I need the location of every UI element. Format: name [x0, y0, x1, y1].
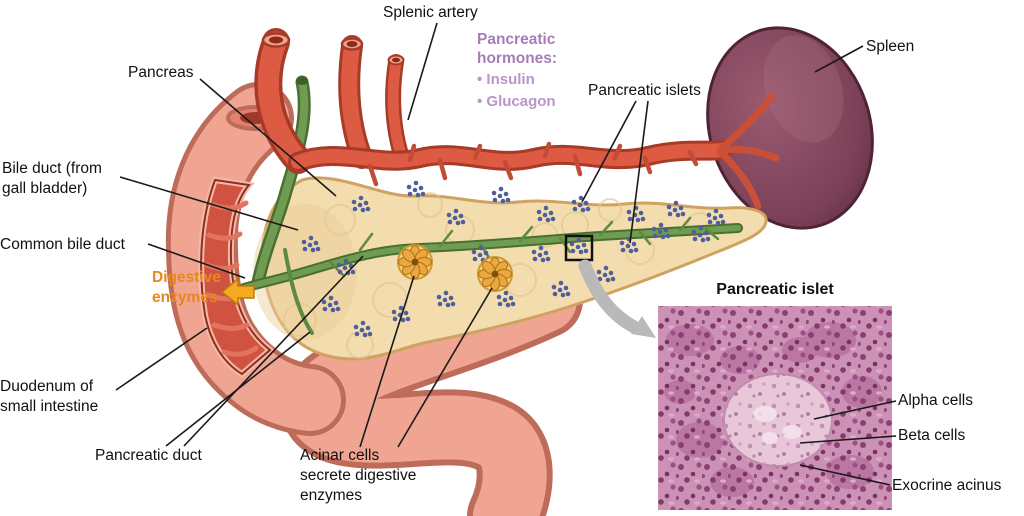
label-pancreatic-duct: Pancreatic duct	[95, 447, 202, 464]
zoom-arrow-icon	[578, 259, 656, 338]
label-spleen: Spleen	[866, 38, 915, 55]
label-bile-duct: Bile duct (from gall bladder)	[2, 160, 102, 198]
hormone-item-glucagon: • Glucagon	[477, 92, 556, 110]
artery-branchlets	[367, 141, 699, 187]
label-pancreatic-islets: Pancreatic islets	[588, 82, 701, 99]
label-pancreas: Pancreas	[128, 64, 194, 81]
leader-lines	[115, 22, 897, 486]
histology-inset-image	[658, 306, 892, 510]
digestive-enzymes-arrow-icon	[220, 277, 255, 307]
splenic-hilum-vessels	[716, 92, 780, 210]
duodenum-shape	[165, 82, 346, 436]
label-splenic-artery: Splenic artery	[383, 4, 478, 21]
splenic-artery-shape	[254, 28, 780, 210]
label-digestive-enzymes: Digestive enzymes	[152, 269, 221, 307]
label-common-bile-duct: Common bile duct	[0, 236, 125, 253]
hormone-item-insulin: • Insulin	[477, 70, 535, 88]
small-intestine-shape	[281, 262, 583, 516]
label-beta-cells: Beta cells	[898, 427, 966, 444]
label-duodenum: Duodenum of small intestine	[0, 378, 99, 416]
magnified-region-box	[564, 234, 594, 262]
spleen-shape	[706, 26, 874, 230]
bile-duct-shape	[251, 75, 311, 289]
label-alpha-cells: Alpha cells	[898, 392, 973, 409]
label-acinar-cells: Acinar cells secrete digestive enzymes	[300, 447, 417, 505]
histology-islet-highlights	[753, 406, 802, 444]
duct-branches	[328, 216, 720, 278]
pancreatic-hormones-block: Pancreatic hormones: • Insulin • Glucago…	[477, 30, 587, 112]
label-exocrine-acinus: Exocrine acinus	[892, 477, 1002, 494]
hormones-heading: Pancreatic hormones:	[477, 31, 558, 68]
inset-title: Pancreatic islet	[716, 281, 834, 298]
